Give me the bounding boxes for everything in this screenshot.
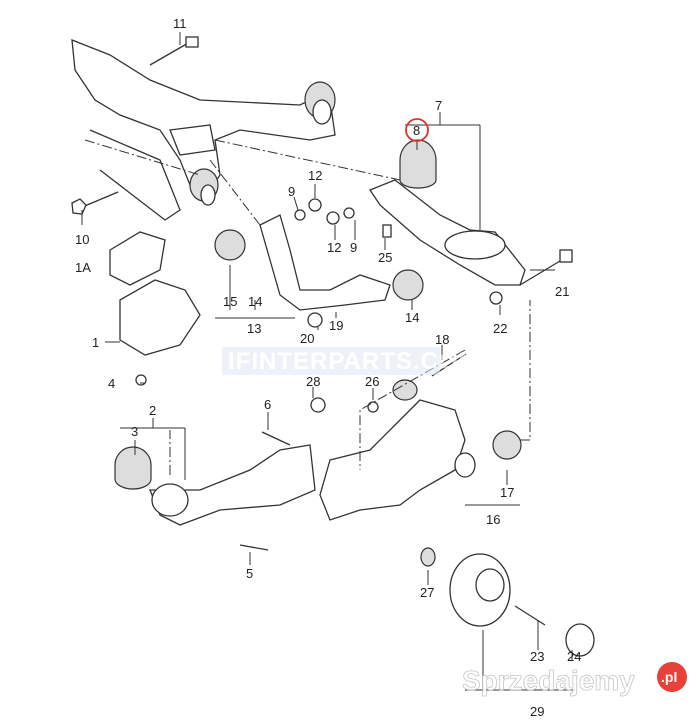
label-29: 29	[530, 704, 544, 719]
label-1a: 1A	[75, 260, 91, 275]
subframe	[71, 39, 336, 221]
brackets	[109, 231, 201, 356]
label-21: 21	[555, 284, 569, 299]
label-15: 15	[223, 294, 237, 309]
svg-text:Sprzedajemy: Sprzedajemy	[462, 665, 635, 696]
label-17: 17	[500, 485, 514, 500]
label-9b: 9	[350, 240, 357, 255]
label-13: 13	[247, 321, 261, 336]
label-20: 20	[300, 331, 314, 346]
label-28: 28	[306, 374, 320, 389]
label-14: 14	[248, 294, 262, 309]
label-26: 26	[365, 374, 379, 389]
trailing-arm	[114, 444, 316, 526]
label-14b: 14	[405, 310, 419, 325]
label-8: 8	[413, 123, 420, 138]
label-18: 18	[435, 332, 449, 347]
label-22: 22	[493, 321, 507, 336]
label-27: 27	[420, 585, 434, 600]
control-arm	[369, 139, 526, 286]
label-5: 5	[246, 566, 253, 581]
label-24: 24	[567, 649, 581, 664]
svg-text:.pl: .pl	[661, 669, 677, 685]
label-25: 25	[378, 250, 392, 265]
label-7: 7	[435, 98, 442, 113]
watermark-bottom: Sprzedajemy .pl	[462, 662, 687, 696]
label-1: 1	[92, 335, 99, 350]
link-arm	[214, 214, 424, 311]
leader-lines	[81, 32, 575, 691]
label-4: 4	[108, 376, 115, 391]
small-parts	[135, 198, 503, 413]
label-11: 11	[173, 16, 187, 31]
label-6: 6	[264, 397, 271, 412]
label-23: 23	[530, 649, 544, 664]
label-2: 2	[149, 403, 156, 418]
label-12b: 12	[327, 240, 341, 255]
label-10: 10	[75, 232, 89, 247]
label-16: 16	[486, 512, 500, 527]
svg-text:IFINTERPARTS.COM: IFINTERPARTS.COM	[228, 348, 480, 375]
label-9: 9	[288, 184, 295, 199]
wheel-carrier	[319, 379, 522, 521]
wheel-hub	[420, 547, 595, 657]
watermark-center: IFINTERPARTS.COM	[222, 347, 480, 375]
label-3: 3	[131, 424, 138, 439]
label-19: 19	[329, 318, 343, 333]
label-12: 12	[308, 168, 322, 183]
highlight-circle	[405, 118, 429, 142]
badge-circle	[657, 662, 687, 692]
part-labels: 11 7 8 9 12 10 12 9 25 1A 15 14 13 21 14…	[75, 16, 581, 719]
